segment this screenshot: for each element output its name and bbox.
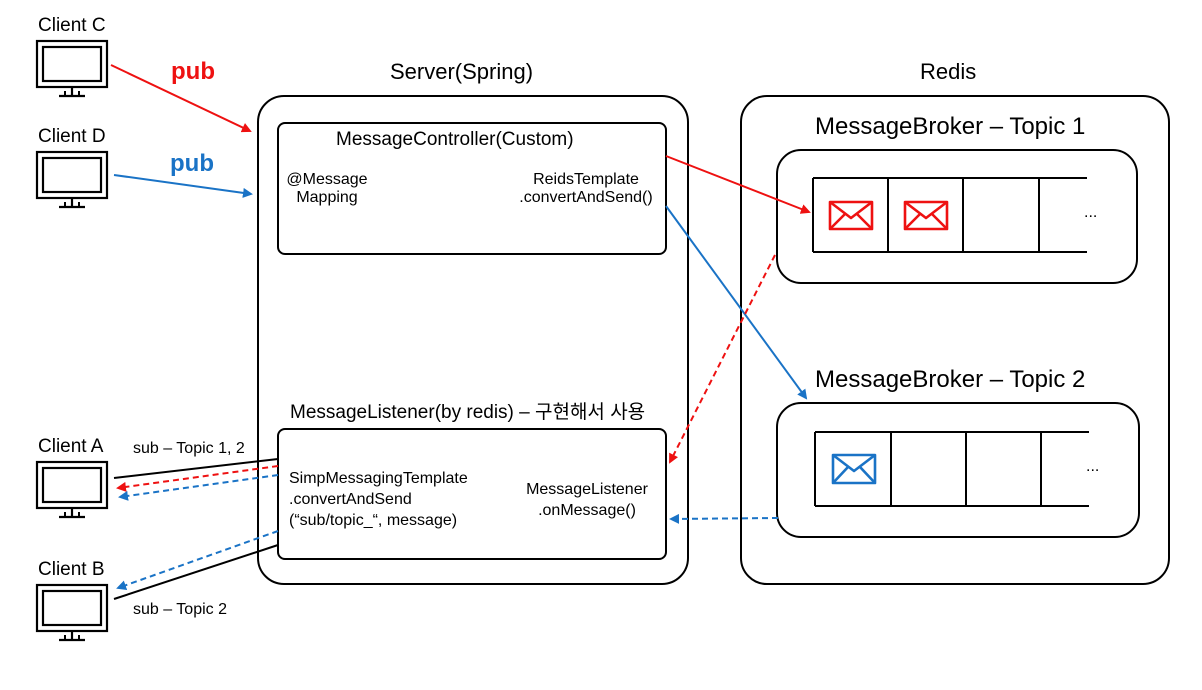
- client-b-label: Client B: [38, 559, 105, 580]
- simp-line3: (“sub/topic_“, message): [289, 511, 458, 529]
- redis-template-call: ReidsTemplate .convertAndSend(): [510, 171, 662, 208]
- simp-line1: SimpMessagingTemplate: [289, 470, 468, 487]
- topic1-queue-ellipsis: ...: [1084, 204, 1098, 221]
- redis-title: Redis: [920, 59, 977, 84]
- listener-to-client-a-topic2-arrow: [118, 474, 279, 501]
- client-b-subscription-label: sub – Topic 2: [133, 601, 227, 618]
- topic2-broker-box: [776, 402, 1140, 538]
- message-mapping-annotation: @Message Mapping: [282, 171, 372, 208]
- topic2-broker-title: MessageBroker – Topic 2: [815, 366, 1086, 393]
- controller-to-topic2-arrow: [665, 205, 808, 400]
- on-message-line2: .onMessage(): [538, 501, 636, 519]
- client-b-sub-line: [113, 544, 279, 600]
- topic2-queue-ellipsis: ...: [1086, 458, 1100, 475]
- message-listener-box: [277, 428, 667, 560]
- server-title: Server(Spring): [390, 59, 534, 84]
- message-controller-box: [277, 122, 667, 255]
- topic1-broker-title: MessageBroker – Topic 1: [815, 113, 1086, 140]
- topic1-message-2-envelope-icon: [903, 200, 949, 231]
- topic1-broker-box: [776, 149, 1138, 284]
- controller-to-topic1-arrow: [665, 155, 811, 214]
- client-a-monitor-icon: [35, 460, 109, 519]
- message-mapping-line2: Mapping: [296, 189, 358, 207]
- redis-container: [740, 95, 1170, 585]
- client-d-label: Client D: [38, 126, 106, 147]
- topic2-message-1-envelope-icon: [831, 453, 877, 485]
- topic2-to-listener-arrow: [669, 513, 779, 524]
- message-mapping-line1: @Message: [286, 171, 368, 188]
- client-c-monitor-icon: [35, 39, 109, 98]
- client-d-pub-arrow: [113, 174, 253, 198]
- pub-label-blue: pub: [170, 150, 214, 177]
- on-message-call: MessageListener .onMessage(): [512, 480, 662, 522]
- on-message-line1: MessageListener: [526, 481, 648, 498]
- client-c-label: Client C: [38, 15, 106, 36]
- client-a-label: Client A: [38, 436, 104, 457]
- message-controller-title: MessageController(Custom): [336, 129, 574, 150]
- topic1-queue: [812, 177, 1087, 253]
- client-d-monitor-icon: [35, 150, 109, 209]
- listener-to-client-b-arrow: [116, 530, 279, 591]
- simp-messaging-template-call: SimpMessagingTemplate .convertAndSend (“…: [289, 469, 468, 531]
- client-b-monitor-icon: [35, 583, 109, 642]
- client-c-pub-arrow: [110, 64, 252, 133]
- topic1-message-1-envelope-icon: [828, 200, 874, 231]
- topic2-queue: [814, 431, 1089, 507]
- pub-label-red: pub: [171, 58, 215, 85]
- message-listener-caption: MessageListener(by redis) – 구현해서 사용: [290, 402, 646, 423]
- server-container: [257, 95, 689, 585]
- simp-line2: .convertAndSend: [289, 490, 412, 508]
- client-a-subscription-label: sub – Topic 1, 2: [133, 440, 245, 457]
- topic1-to-listener-arrow: [669, 254, 776, 464]
- redis-template-line1: ReidsTemplate: [533, 171, 639, 188]
- client-a-sub-line: [113, 458, 279, 479]
- redis-template-line2: .convertAndSend(): [519, 189, 653, 207]
- listener-to-client-a-topic1-arrow: [116, 465, 279, 492]
